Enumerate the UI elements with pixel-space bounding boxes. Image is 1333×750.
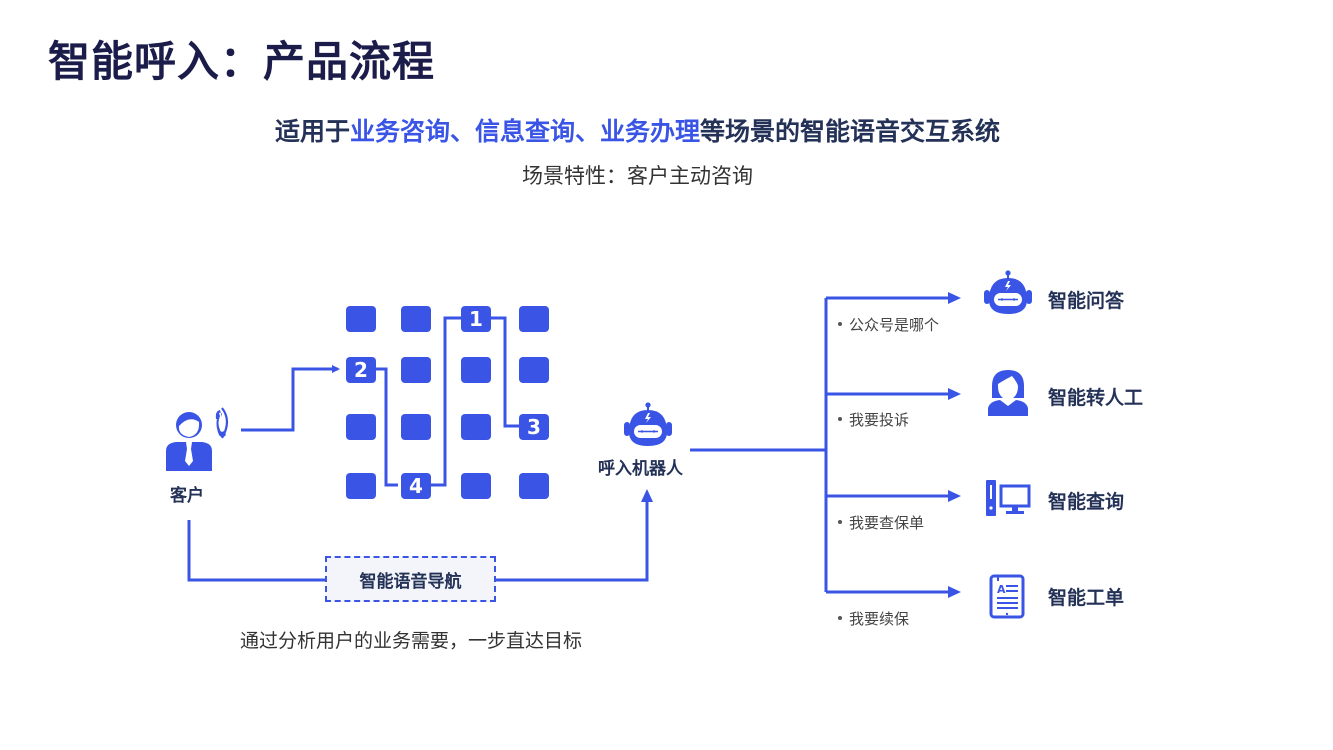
branch-example-1: 公众号是哪个 [838,314,939,335]
customer-node [160,405,240,475]
subtitle-part: 等场景的智能语音交互系统 [700,117,1001,146]
robot-icon [984,270,1032,314]
target-icon-1 [982,270,1034,316]
subtitle: 适用于业务咨询、信息查询、业务办理等场景的智能语音交互系统 [0,112,1275,148]
keypad-key [519,357,549,383]
target-icon-3 [984,478,1032,518]
target-icon-2 [984,368,1032,418]
keypad-key [401,357,431,383]
bullet-dot [838,520,842,524]
bullet-dot [838,322,842,326]
line-customer-to-key2 [241,365,340,432]
target-label-4: 智能工单 [1048,587,1125,609]
target-label-2: 智能转人工 [1048,387,1144,409]
bullet-dot [838,616,842,620]
branch-example-2: 我要投诉 [838,409,909,430]
keypad-key-numbered: 1 [461,306,491,332]
branch-example-text: 我要投诉 [849,411,910,429]
branch-example-text: 我要查保单 [849,514,925,532]
keypad-key [346,473,376,499]
line-customer-to-nav [187,520,326,582]
subtitle-highlight: 业务咨询、信息查询、业务办理 [349,117,700,146]
agent-person-icon [988,370,1028,416]
keypad-key-numbered: 3 [519,414,549,440]
keypad-key [461,357,491,383]
computer-icon [986,480,1031,516]
page-title: 智能呼入：产品流程 [48,37,436,86]
voice-navigation-box: 智能语音导航 [325,556,496,602]
keypad-key [401,414,431,440]
subtitle-part: 适用于 [274,117,350,146]
line-nav-to-robot [496,489,653,582]
branch-example-text: 公众号是哪个 [849,316,940,334]
line-key4-to-key1 [428,316,462,487]
keypad-key [461,414,491,440]
robot-label: 呼入机器人 [598,459,683,479]
keypad-key [519,473,549,499]
keypad-key [461,473,491,499]
line-key2-to-key4 [376,367,398,487]
navigation-caption: 通过分析用户的业务需要，一步直达目标 [240,630,583,652]
keypad-key [346,414,376,440]
branch-example-text: 我要续保 [849,610,910,628]
keypad-key-numbered: 2 [346,357,376,383]
scene-text: 场景特性：客户主动咨询 [522,164,753,188]
target-label-3: 智能查询 [1048,491,1125,513]
document-icon: A [989,574,1025,619]
line-key1-to-key3 [490,316,520,428]
customer-with-phone-icon [166,407,229,471]
branch-example-3: 我要查保单 [838,512,924,533]
target-label-1: 智能问答 [1048,290,1125,312]
customer-label: 客户 [170,486,204,506]
keypad-key [519,306,549,332]
svg-text:A: A [997,583,1006,596]
branch-example-4: 我要续保 [838,608,909,629]
voice-navigation-label: 智能语音导航 [359,571,462,592]
target-icon-4: A [988,574,1028,620]
robot-icon [624,402,672,446]
keypad-key-numbered: 4 [401,473,431,499]
keypad-key [401,306,431,332]
keypad-key [346,306,376,332]
robot-node [622,402,674,448]
bullet-dot [838,417,842,421]
